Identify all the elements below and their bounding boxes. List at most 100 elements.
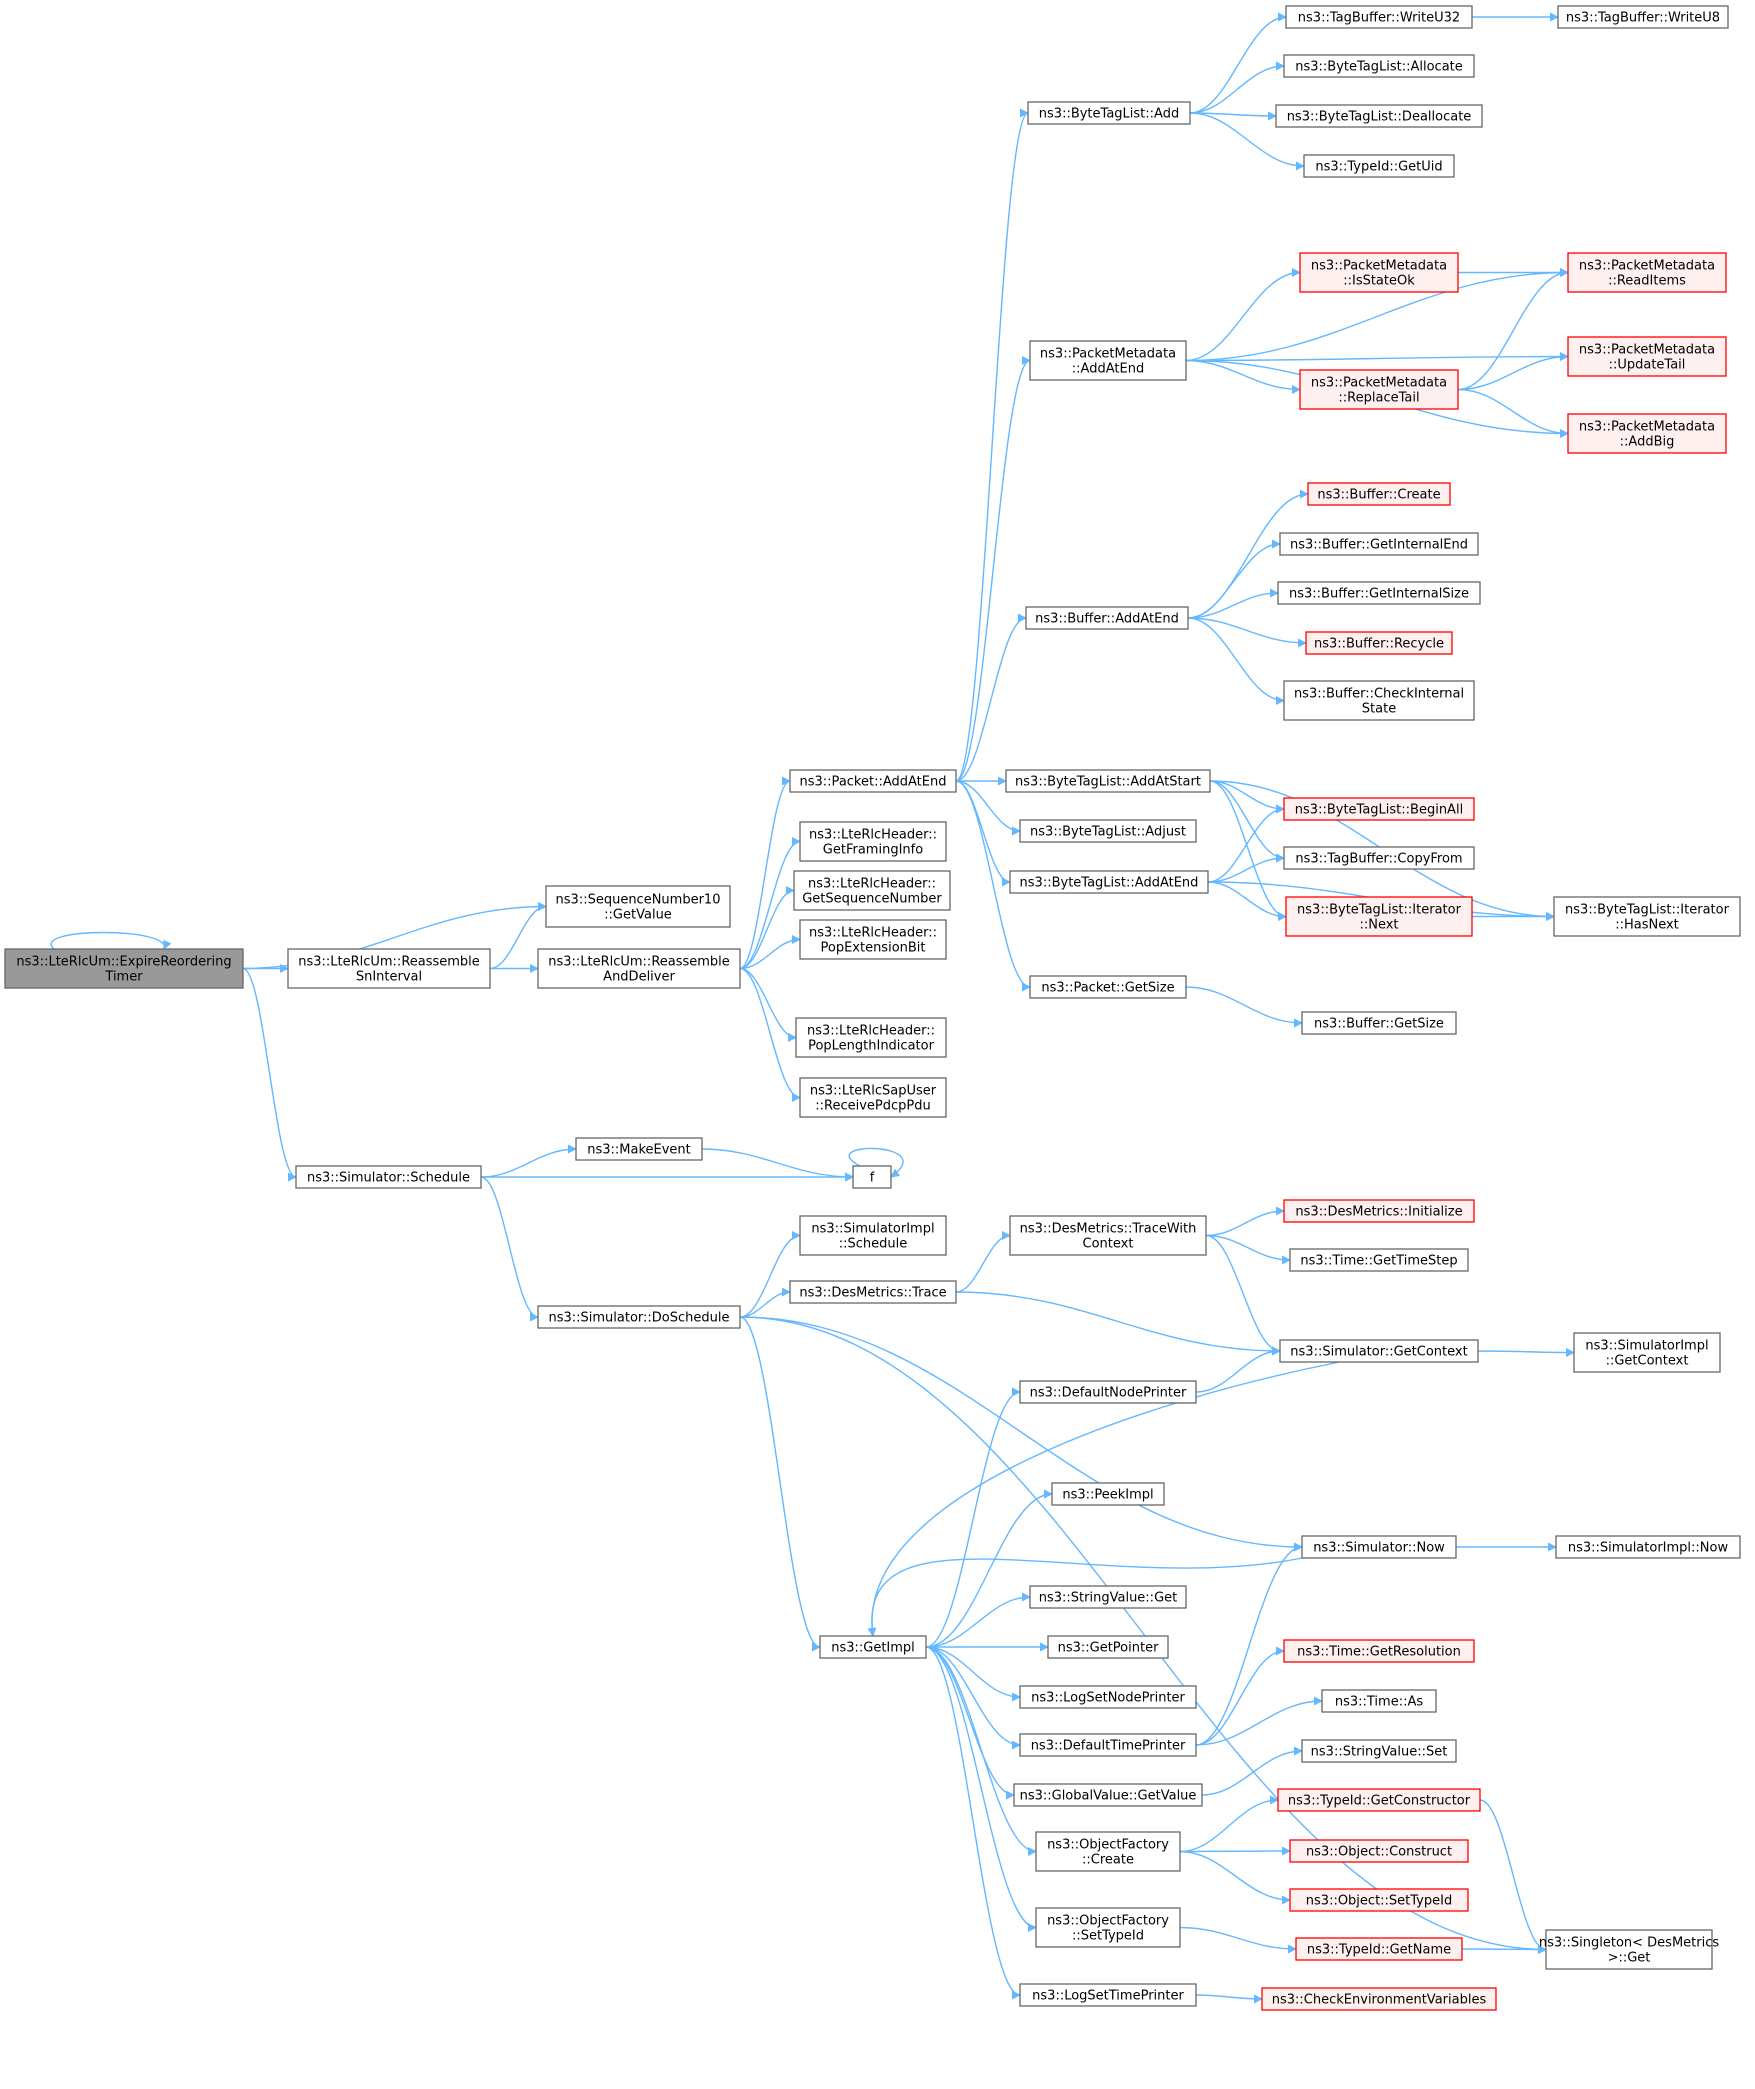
node-timeRes[interactable]: ns3::Time::GetResolution [1283,1639,1475,1663]
node-simImplNow[interactable]: ns3::SimulatorImpl::Now [1555,1535,1741,1559]
node-pktSize[interactable]: ns3::Packet::GetSize [1029,975,1187,999]
node-label: ns3::ObjectFactory [1047,1838,1169,1853]
node-label: ns3::ByteTagList::Adjust [1030,825,1186,840]
node-popExt[interactable]: ns3::LteRlcHeader::PopExtensionBit [799,919,947,960]
node-box [795,1017,947,1058]
node-box [1567,252,1727,293]
node-label: ::Next [1359,918,1398,933]
node-f[interactable]: f [852,1165,892,1189]
node-timeStep[interactable]: ns3::Time::GetTimeStep [1289,1248,1469,1272]
node-box [1321,1689,1437,1713]
node-gvGet[interactable]: ns3::GlobalValue::GetValue [1013,1783,1203,1807]
node-bufCreate[interactable]: ns3::Buffer::Create [1307,482,1451,506]
node-desTrace[interactable]: ns3::DesMetrics::Trace [789,1280,957,1304]
node-objCons[interactable]: ns3::Object::Construct [1289,1839,1469,1863]
node-desInit[interactable]: ns3::DesMetrics::Initialize [1283,1199,1475,1223]
node-tidName[interactable]: ns3::TypeId::GetName [1295,1937,1463,1961]
node-tidUid[interactable]: ns3::TypeId::GetUid [1303,154,1455,178]
node-pmAdd[interactable]: ns3::PacketMetadata::AddAtEnd [1029,340,1187,381]
node-box [537,948,741,989]
node-simNow[interactable]: ns3::Simulator::Now [1301,1535,1457,1559]
node-recvPdcp[interactable]: ns3::LteRlcSapUser::ReceivePdcpPdu [799,1077,947,1118]
node-btlAdjust[interactable]: ns3::ByteTagList::Adjust [1019,819,1197,843]
node-peekImpl[interactable]: ns3::PeekImpl [1051,1482,1165,1506]
node-strGet[interactable]: ns3::StringValue::Get [1029,1585,1187,1609]
node-label: ns3::LteRlcHeader:: [807,1024,935,1039]
edge-pktAdd-to-pmAdd [955,356,1031,782]
node-popLen[interactable]: ns3::LteRlcHeader::PopLengthIndicator [795,1017,947,1058]
node-simImplCtx[interactable]: ns3::SimulatorImpl::GetContext [1573,1332,1721,1373]
node-btlNext[interactable]: ns3::ByteTagList::Iterator::Next [1285,896,1473,937]
node-pmRead[interactable]: ns3::PacketMetadata::ReadItems [1567,252,1727,293]
node-label: ::ReadItems [1608,274,1686,289]
node-btlAddStart[interactable]: ns3::ByteTagList::AddAtStart [1005,769,1211,793]
node-ofSetType[interactable]: ns3::ObjectFactory::SetTypeId [1035,1907,1181,1948]
node-framing[interactable]: ns3::LteRlcHeader::GetFramingInfo [799,821,947,862]
node-label: ns3::TagBuffer::WriteU32 [1298,11,1460,26]
node-box [1289,1888,1469,1912]
node-pmBig[interactable]: ns3::PacketMetadata::AddBig [1567,413,1727,454]
node-tbU8[interactable]: ns3::TagBuffer::WriteU8 [1557,5,1729,29]
node-seqnum[interactable]: ns3::LteRlcHeader::GetSequenceNumber [793,870,951,911]
node-tbCopy[interactable]: ns3::TagBuffer::CopyFrom [1283,846,1475,870]
node-bufIntEnd[interactable]: ns3::Buffer::GetInternalEnd [1279,532,1479,556]
node-btlDealloc[interactable]: ns3::ByteTagList::Deallocate [1275,104,1483,128]
node-bufSize[interactable]: ns3::Buffer::GetSize [1301,1011,1457,1035]
node-pmUpd[interactable]: ns3::PacketMetadata::UpdateTail [1567,336,1727,377]
node-btlHasNext[interactable]: ns3::ByteTagList::Iterator::HasNext [1553,896,1741,937]
node-label: ns3::Simulator::GetContext [1290,1345,1467,1360]
node-simCtx[interactable]: ns3::Simulator::GetContext [1279,1339,1479,1363]
node-tidCtor[interactable]: ns3::TypeId::GetConstructor [1277,1788,1481,1812]
node-strSet[interactable]: ns3::StringValue::Set [1301,1739,1457,1763]
node-pmState[interactable]: ns3::PacketMetadata::IsStateOk [1299,252,1459,293]
edge-getImpl-to-ofSetType [925,1646,1037,1932]
node-getImpl[interactable]: ns3::GetImpl [819,1635,927,1659]
node-btlAddEnd[interactable]: ns3::ByteTagList::AddAtEnd [1009,870,1209,894]
node-btlAdd[interactable]: ns3::ByteTagList::Add [1027,101,1191,125]
node-defNode[interactable]: ns3::DefaultNodePrinter [1019,1380,1197,1404]
node-box [537,1305,741,1329]
node-label: ns3::MakeEvent [587,1143,691,1158]
node-simImplSched[interactable]: ns3::SimulatorImpl::Schedule [799,1215,947,1256]
node-checkEnv[interactable]: ns3::CheckEnvironmentVariables [1261,1987,1497,2011]
edge-tidName-to-singleton [1461,1944,1547,1954]
node-box [1307,482,1451,506]
node-logTime[interactable]: ns3::LogSetTimePrinter [1019,1983,1197,2007]
node-bufRecycle[interactable]: ns3::Buffer::Recycle [1305,631,1453,655]
edge-desTraceCtx-to-desInit [1205,1206,1285,1237]
node-bufIntSize[interactable]: ns3::Buffer::GetInternalSize [1277,581,1481,605]
node-objSetType[interactable]: ns3::Object::SetTypeId [1289,1888,1469,1912]
node-box [1009,1215,1207,1256]
edge-desTraceCtx-to-timeStep [1205,1234,1291,1265]
node-sched[interactable]: ns3::Simulator::Schedule [295,1165,482,1189]
node-btlBegin[interactable]: ns3::ByteTagList::BeginAll [1283,797,1475,821]
edge-gvGet-to-strSet [1201,1746,1303,1796]
node-btlAlloc[interactable]: ns3::ByteTagList::Allocate [1283,54,1475,78]
node-label: ns3::TypeId::GetName [1307,1943,1451,1958]
node-seq10[interactable]: ns3::SequenceNumber10::GetValue [545,885,731,928]
edge-doSched-to-getImpl [739,1316,821,1652]
node-logNode[interactable]: ns3::LogSetNodePrinter [1019,1685,1197,1709]
node-box [575,1137,703,1161]
node-doSched[interactable]: ns3::Simulator::DoSchedule [537,1305,741,1329]
node-makeEvent[interactable]: ns3::MakeEvent [575,1137,703,1161]
node-pktAdd[interactable]: ns3::Packet::AddAtEnd [789,769,957,793]
node-singleton[interactable]: ns3::Singleton< DesMetrics>::Get [1539,1929,1720,1970]
edge-desTrace-to-simCtx [955,1291,1281,1356]
node-defTime[interactable]: ns3::DefaultTimePrinter [1019,1733,1197,1757]
node-bufAdd[interactable]: ns3::Buffer::AddAtEnd [1025,606,1189,630]
node-ofCreate[interactable]: ns3::ObjectFactory::Create [1035,1831,1181,1872]
node-tbU32[interactable]: ns3::TagBuffer::WriteU32 [1285,5,1473,29]
node-label: ns3::Time::GetTimeStep [1300,1254,1457,1269]
node-label: ns3::Packet::GetSize [1041,981,1174,996]
node-box [1285,5,1473,29]
node-pmRepl[interactable]: ns3::PacketMetadata::ReplaceTail [1299,369,1459,410]
node-timeAs[interactable]: ns3::Time::As [1321,1689,1437,1713]
node-box [819,1635,927,1659]
node-getPtr[interactable]: ns3::GetPointer [1047,1635,1169,1659]
